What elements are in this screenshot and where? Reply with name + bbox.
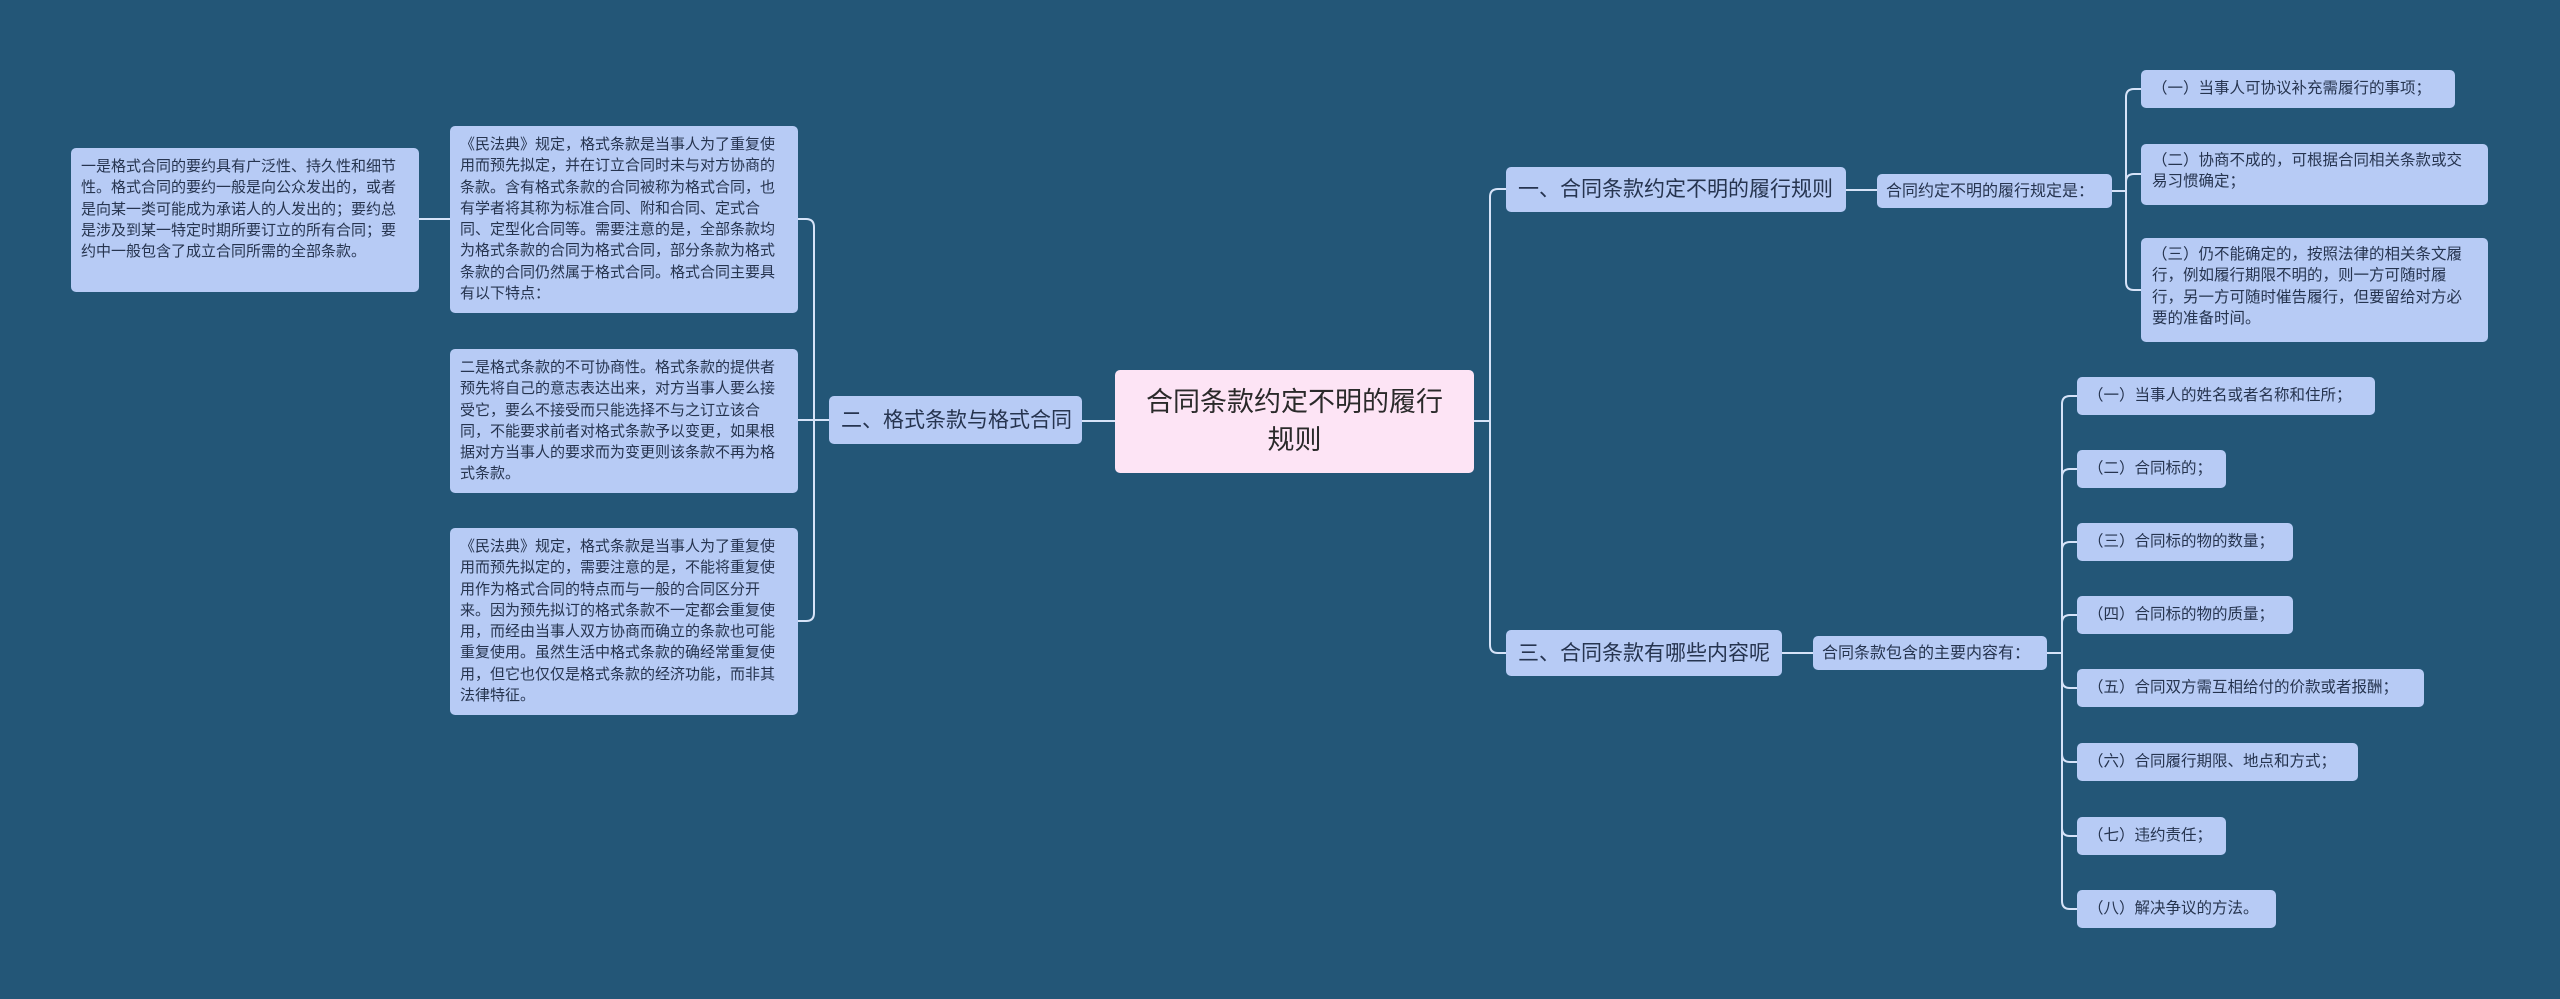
b3-leaves-1 <box>2061 468 2077 653</box>
branch-2-sub-leaf[interactable]: 一是格式合同的要约具有广泛性、持久性和细节性。格式合同的要约一般是向公众发出的，… <box>71 148 419 292</box>
branch-1-leaf-2[interactable]: （二）协商不成的，可根据合同相关条款或交易习惯确定； <box>2141 144 2488 205</box>
b1-leaves-0 <box>2125 88 2141 191</box>
branch-3-leaf-1[interactable]: （一）当事人的姓名或者名称和住所； <box>2077 377 2375 415</box>
branch-1-leaf-3[interactable]: （三）仍不能确定的，按照法律的相关条文履行，例如履行期限不明的，则一方可随时履行… <box>2141 238 2488 342</box>
branch-3-leaf-2[interactable]: （二）合同标的； <box>2077 450 2226 488</box>
b3-leaves-0 <box>2061 395 2077 653</box>
branch-3-leaf-6[interactable]: （六）合同履行期限、地点和方式； <box>2077 743 2358 781</box>
root-right-0 <box>1489 188 1506 421</box>
b3-leaves-5 <box>2061 653 2077 763</box>
branch-2-leaf-2[interactable]: 二是格式条款的不可协商性。格式条款的提供者预先将自己的意志表达出来，对方当事人要… <box>450 349 798 493</box>
b2-leaves-0 <box>798 218 815 420</box>
branch-1[interactable]: 一、合同条款约定不明的履行规则 <box>1506 167 1846 212</box>
b2-leaves-2 <box>798 420 815 622</box>
branch-2-leaf-3[interactable]: 《民法典》规定，格式条款是当事人为了重复使用而预先拟定的，需要注意的是，不能将重… <box>450 528 798 715</box>
branch-3-mid[interactable]: 合同条款包含的主要内容有： <box>1813 636 2047 670</box>
branch-2[interactable]: 二、格式条款与格式合同 <box>829 396 1082 444</box>
branch-3-leaf-8[interactable]: （八）解决争议的方法。 <box>2077 890 2276 928</box>
b3-leaves-6 <box>2061 653 2077 837</box>
branch-3-leaf-5[interactable]: （五）合同双方需互相给付的价款或者报酬； <box>2077 669 2424 707</box>
branch-3-leaf-7[interactable]: （七）违约责任； <box>2077 817 2226 855</box>
branch-1-mid[interactable]: 合同约定不明的履行规定是： <box>1877 174 2112 208</box>
b3-leaves-3 <box>2061 614 2077 653</box>
b1-leaves-1 <box>2125 173 2141 191</box>
branch-3[interactable]: 三、合同条款有哪些内容呢 <box>1506 630 1782 676</box>
branch-3-leaf-4[interactable]: （四）合同标的物的质量； <box>2077 596 2293 634</box>
branch-3-leaf-3[interactable]: （三）合同标的物的数量； <box>2077 523 2293 561</box>
root-topic[interactable]: 合同条款约定不明的履行规则 <box>1115 370 1474 473</box>
branch-1-leaf-1[interactable]: （一）当事人可协议补充需履行的事项； <box>2141 70 2455 108</box>
b1-leaves-2 <box>2125 191 2141 291</box>
b3-leaves-2 <box>2061 541 2077 653</box>
b3-leaves-7 <box>2061 653 2077 910</box>
branch-2-leaf-1[interactable]: 《民法典》规定，格式条款是当事人为了重复使用而预先拟定，并在订立合同时未与对方协… <box>450 126 798 313</box>
root-right-1 <box>1489 421 1506 654</box>
b3-leaves-4 <box>2061 653 2077 689</box>
